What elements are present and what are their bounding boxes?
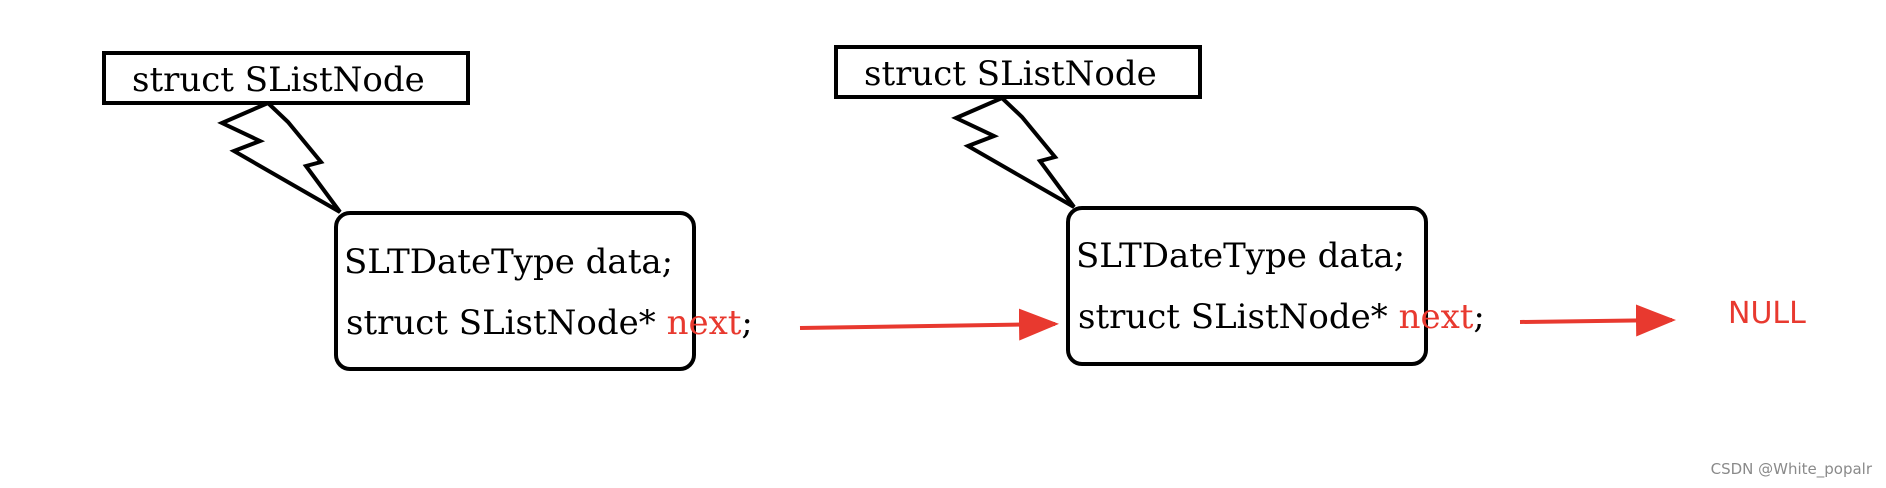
lightning-bolt-2 [951, 95, 1076, 209]
list-node-2 [1066, 206, 1428, 366]
pointer-type-text: struct SListNode* [1078, 297, 1388, 337]
data-field-text: SLTDateType data; [344, 242, 674, 282]
list-node-1 [334, 211, 696, 371]
pointer-name-text: next [1398, 297, 1474, 337]
pointer-semicolon: ; [741, 303, 753, 343]
data-field-2: SLTDateType data; [1076, 236, 1405, 276]
struct-label-text: struct SListNode [864, 54, 1157, 94]
watermark: CSDN @White_popalr [1710, 460, 1872, 478]
pointer-name-text: next [666, 303, 742, 343]
pointer-semicolon: ; [1473, 297, 1485, 337]
data-field-1: SLTDateType data; [344, 242, 673, 282]
struct-label-2: struct SListNode [834, 45, 1202, 99]
struct-label-1: struct SListNode [102, 51, 470, 105]
data-field-text: SLTDateType data; [1076, 236, 1406, 276]
lightning-bolt-1 [217, 100, 342, 214]
next-arrow-2 [1519, 304, 1676, 337]
null-terminator: NULL [1728, 296, 1806, 331]
pointer-type-text: struct SListNode* [346, 303, 656, 343]
next-arrow-1 [799, 308, 1059, 341]
pointer-field-1: struct SListNode* next; [346, 303, 753, 343]
pointer-field-2: struct SListNode* next; [1078, 297, 1485, 337]
struct-label-text: struct SListNode [132, 60, 425, 100]
